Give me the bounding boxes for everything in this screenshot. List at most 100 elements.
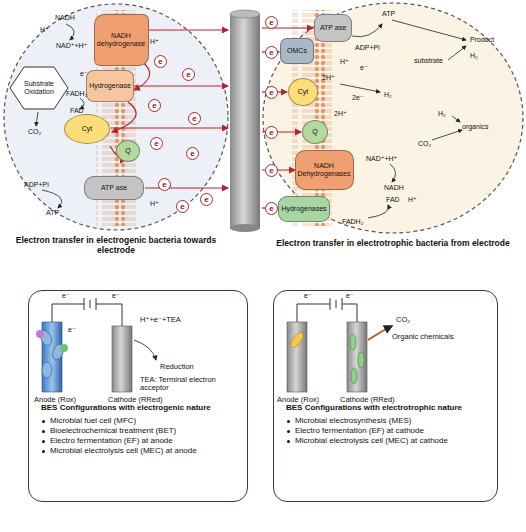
drawing-part — [133, 85, 228, 86]
protein-complex: Cyt — [288, 78, 318, 106]
item-text: Electro fermentation (EF) at anode — [50, 436, 173, 445]
label-text: H⁺ — [150, 200, 159, 208]
label-text: organics — [462, 123, 488, 131]
label-text: Anode (Rox) — [34, 396, 76, 404]
electron-badge: e — [265, 16, 278, 29]
electron-badge: e — [200, 193, 213, 206]
drawing-part — [42, 362, 52, 378]
label-text: FAD — [70, 107, 84, 115]
label-text: NAD⁺+H⁺ — [56, 42, 87, 50]
drawing-part — [289, 330, 306, 349]
label-text: CO₂ — [28, 128, 41, 136]
protein-complex: NADH dehydrogenase — [94, 14, 149, 66]
label-text: TEA: Terminal electron acceptor — [140, 376, 240, 393]
protein-complex: Cyt — [64, 114, 110, 144]
bullet — [42, 450, 45, 453]
electron-badge: e — [176, 200, 189, 213]
drawing-part — [90, 300, 91, 308]
drawing-part — [134, 340, 156, 360]
electron-badge: e — [265, 164, 278, 177]
label-text: H₂ — [384, 91, 392, 99]
panel-text: BES Configurations with electrogenic nat… — [41, 403, 239, 456]
item-text: BES Configurations with electrotrophic n… — [286, 403, 462, 412]
label-text: Organic chemicals — [392, 333, 462, 341]
list-item: Electro fermentation (EF) at cathode — [286, 426, 489, 436]
node-label: NADH dehydrogenase — [97, 32, 146, 47]
label-text: H₂ — [438, 110, 446, 118]
drawing-part — [289, 330, 306, 349]
electron-badge: e — [150, 137, 163, 150]
electron-badge: e — [182, 68, 195, 81]
node-label: ATP ase — [320, 24, 346, 32]
drawing-part — [336, 300, 337, 308]
item-text: Microbial electrolysis cell (MEC) at ano… — [50, 446, 197, 455]
list-item: Microbial electrolysis cell (MEC) at ano… — [41, 446, 239, 456]
drawing-part — [351, 368, 357, 384]
item-text: Microbial electrolysis cell (MEC) at cat… — [295, 436, 448, 445]
process-hexagon: Substrate Oxidation — [9, 66, 69, 110]
item-text: Electro fermentation (EF) at cathode — [295, 426, 424, 435]
node-label: Cyt — [82, 125, 93, 133]
drawing-part — [145, 187, 228, 188]
bullet — [287, 430, 290, 433]
electron-badge: e — [188, 112, 201, 125]
label-text: H⁺ — [150, 38, 159, 46]
label-text: Anode (Rox) — [277, 396, 319, 404]
node-label: Q — [125, 147, 130, 155]
protein-complex: Q — [116, 140, 140, 162]
outline-shape — [4, 4, 228, 230]
drawing-part — [52, 298, 357, 326]
node-label: Q — [312, 128, 317, 136]
panel-heading: BES Configurations with electrogenic nat… — [41, 403, 239, 413]
label-text: e⁻ — [304, 292, 312, 300]
electron-badge: e — [265, 126, 278, 139]
label-text: 2H⁺ — [334, 110, 347, 118]
drawing-part — [347, 322, 367, 392]
label-text: NADH — [55, 14, 75, 22]
list-item: Bioelectrochemical treatment (BET) — [41, 426, 239, 436]
cell-caption: Electron transfer in electrotrophic bact… — [262, 238, 524, 248]
item-text: Microbial electrosynthesis (MES) — [295, 416, 411, 425]
label-text: NAD⁺+H⁺ — [366, 155, 397, 163]
electron-badge: e — [265, 86, 278, 99]
label-text: FADH₂ — [66, 90, 87, 98]
drawing-part — [330, 298, 331, 310]
node-label: NADH Dehydrogenases — [298, 162, 351, 177]
drawing-part — [342, 304, 357, 322]
drawing-part — [112, 102, 136, 132]
node-label: OMCs — [287, 47, 307, 55]
electron-badge: e — [265, 202, 278, 215]
label-text: e⁻ — [68, 326, 76, 334]
protein-complex: ATP ase — [84, 176, 144, 200]
list-item: Microbial fuel cell (MFC) — [41, 416, 239, 426]
bullet — [42, 430, 45, 433]
electron-badge: e — [148, 99, 161, 112]
node-label: Substrate Oxidation — [11, 80, 67, 95]
drawing-part — [230, 224, 260, 232]
drawing-part — [60, 344, 68, 352]
label-text: 2e⁻ — [352, 94, 363, 102]
protein-complex: Hydrogenase — [86, 70, 134, 102]
bullet — [287, 440, 290, 443]
label-text: H⁺ — [408, 196, 417, 204]
list-item: Microbial electrosynthesis (MES) — [286, 416, 489, 426]
label-text: e⁻ — [360, 64, 368, 72]
label-text: e⁻ — [80, 70, 88, 78]
bullet — [42, 420, 45, 423]
label-text: e⁻ — [346, 292, 354, 300]
panel-text: BES Configurations with electrotrophic n… — [286, 403, 489, 446]
label-text: CO₂ — [418, 140, 431, 148]
outline-shape — [263, 3, 523, 233]
electron-badge: e — [186, 147, 199, 160]
label-text: 2H⁺ — [322, 74, 335, 82]
drawing-part — [112, 326, 132, 392]
node-label: Cyt — [298, 88, 309, 96]
drawing-part — [342, 298, 343, 310]
list-item: Electro fermentation (EF) at anode — [41, 436, 239, 446]
protein-complex: NADH Dehydrogenases — [295, 150, 354, 190]
protein-complex: Q — [302, 120, 328, 144]
label-text: H₂ — [470, 52, 478, 60]
label-text: Reduction — [160, 363, 194, 371]
drawing-part — [143, 29, 228, 30]
node-label: ATP ase — [101, 184, 127, 192]
